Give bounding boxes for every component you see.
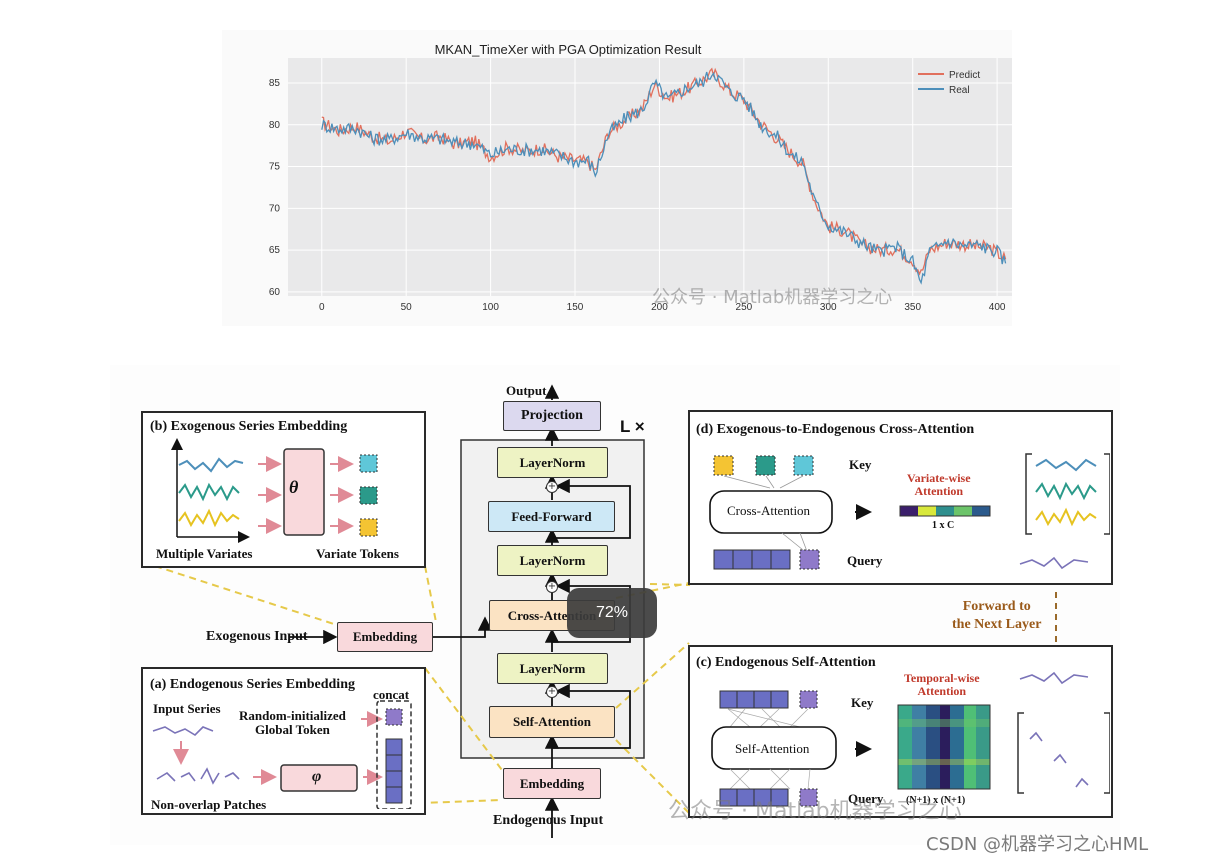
x-tick-label: 350: [904, 302, 921, 313]
legend-label-real: Real: [949, 85, 970, 96]
forward-next-layer-label: Forward to the Next Layer: [952, 599, 1042, 632]
variate-attention-title: Variate-wise Attention: [907, 471, 971, 498]
plot-area: [288, 58, 1012, 296]
layernorm-block-bottom: LayerNorm: [497, 653, 608, 684]
theta-symbol: θ: [289, 477, 299, 497]
input-series-label: Input Series: [153, 701, 221, 716]
panel-d-title: (d) Exogenous-to-Endogenous Cross-Attent…: [696, 422, 975, 437]
concat-label: concat: [373, 687, 410, 702]
y-tick-label: 85: [269, 78, 281, 89]
panel-a-title: (a) Endogenous Series Embedding: [150, 677, 355, 692]
embedding-block-endogenous: Embedding: [503, 768, 601, 799]
panel-self-attention: (c) Endogenous Self-Attention: [688, 645, 1113, 818]
legend: Predict Real: [918, 70, 980, 96]
variate-attention-size: 1 x C: [932, 520, 955, 531]
panel-b-title: (b) Exogenous Series Embedding: [150, 419, 348, 434]
feed-forward-block: Feed-Forward: [488, 501, 615, 532]
x-tick-label: 150: [567, 302, 584, 313]
add-icon: +: [546, 481, 558, 493]
y-tick-label: 60: [269, 287, 281, 298]
series-line-real: [321, 71, 1007, 285]
multiple-variates-label: Multiple Variates: [156, 546, 253, 561]
self-attention-block: Self-Attention: [489, 706, 615, 738]
global-token-label: Random-initialized Global Token: [239, 708, 346, 737]
temporal-attention-title: Temporal-wise Attention: [904, 671, 980, 698]
cross-attention-illustration: [709, 453, 1110, 570]
x-tick-label: 50: [401, 302, 413, 313]
self-attention-illustration: [711, 671, 1110, 807]
watermark-bottom: 公众号 · Matlab机器学习之心: [668, 799, 962, 824]
y-tick-label: 80: [269, 120, 281, 131]
progress-badge: 72%: [567, 588, 657, 638]
query-label-self: Query: [848, 791, 884, 806]
x-tick-label: 100: [482, 302, 499, 313]
add-icon: +: [546, 581, 558, 593]
x-tick-label: 0: [319, 302, 325, 313]
phi-symbol: φ: [312, 768, 322, 785]
panel-cross-attention: (d) Exogenous-to-Endogenous Cross-Attent…: [688, 410, 1113, 585]
chart-title: MKAN_TimeXer with PGA Optimization Resul…: [435, 42, 702, 57]
exogenous-input-label: Exogenous Input: [206, 629, 308, 644]
cross-attention-node: Cross-Attention: [727, 503, 811, 518]
temporal-attention-size: (N+1) x (N+1): [906, 795, 966, 806]
endogenous-input-label: Endogenous Input: [493, 813, 604, 828]
panel-exogenous-embedding: (b) Exogenous Series Embedding θ Multipl…: [141, 411, 426, 568]
key-label-cross: Key: [849, 457, 872, 472]
variates-illustration: [171, 438, 378, 543]
patches-illustration: [152, 700, 412, 809]
embedding-block-exogenous: Embedding: [337, 622, 433, 652]
layernorm-block-middle: LayerNorm: [497, 545, 608, 576]
csdn-credit: CSDN @机器学习之心HML: [926, 834, 1149, 855]
y-tick-label: 70: [269, 203, 281, 214]
legend-label-predict: Predict: [949, 70, 980, 81]
patches-label: Non-overlap Patches: [151, 797, 267, 812]
panel-endogenous-embedding: (a) Endogenous Series Embedding concat I…: [141, 667, 426, 815]
variate-tokens-label: Variate Tokens: [316, 546, 399, 561]
series-group: [321, 67, 1007, 285]
axis-ticks: 0 50 100 150 200 250 300 350 400 60 65 70 75 80 85: [269, 78, 1006, 313]
line-chart: 0 50 100 150 200 250 300 350 400 60 65 70 75 80 85 MKA…: [269, 42, 1012, 313]
key-label-self: Key: [851, 695, 874, 710]
output-label: Output: [506, 383, 547, 398]
add-icon: +: [546, 686, 558, 698]
x-tick-label: 300: [820, 302, 837, 313]
x-tick-label: 400: [989, 302, 1006, 313]
watermark-top: 公众号 · Matlab机器学习之心: [652, 287, 893, 308]
panel-c-title: (c) Endogenous Self-Attention: [696, 655, 876, 670]
self-attention-node: Self-Attention: [735, 741, 810, 756]
projection-block: Projection: [503, 401, 601, 431]
repeat-label: L ×: [620, 417, 645, 436]
x-tick-label: 250: [736, 302, 753, 313]
y-tick-label: 75: [269, 162, 281, 173]
x-tick-label: 200: [651, 302, 668, 313]
layernorm-block-top: LayerNorm: [497, 447, 608, 478]
y-tick-label: 65: [269, 245, 281, 256]
query-label-cross: Query: [847, 553, 883, 568]
chart-panel: 0 50 100 150 200 250 300 350 400 60 65 70 75 80 85 MKA…: [222, 30, 1012, 326]
